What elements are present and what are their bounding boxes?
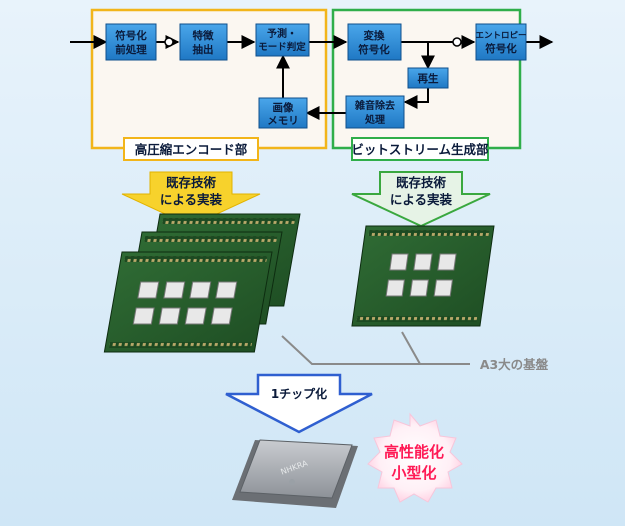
block-preprocess: 符号化 前処理	[105, 23, 157, 61]
svg-text:による実装: による実装	[160, 192, 223, 207]
arrow-reconstruct-denoise	[403, 88, 429, 109]
svg-text:高圧縮エンコード部: 高圧縮エンコード部	[135, 142, 248, 157]
block-denoise: 雑音除去 処理	[345, 95, 405, 129]
block-transform: 変換 符号化	[347, 23, 402, 61]
svg-text:抽出: 抽出	[193, 43, 214, 56]
svg-text:エントロピー: エントロピー	[475, 30, 526, 41]
benefit-burst: 高性能化 小型化	[367, 412, 463, 503]
block-reconstruct: 再生	[407, 67, 449, 89]
junction-right	[452, 37, 462, 47]
circuit-board-right	[351, 225, 495, 327]
encoder-section-label: 高圧縮エンコード部	[123, 137, 259, 161]
svg-text:予測・: 予測・	[267, 27, 297, 40]
svg-text:再生: 再生	[418, 72, 439, 85]
svg-text:符号化: 符号化	[358, 43, 390, 56]
board-size-label: A3大の基盤	[480, 357, 549, 372]
svg-text:モード判定: モード判定	[258, 41, 306, 53]
svg-text:雑音除去: 雑音除去	[354, 99, 395, 112]
svg-text:1チップ化: 1チップ化	[271, 386, 327, 401]
lsi-chip: NHKRA	[232, 439, 358, 508]
one-chip-arrow: 1チップ化	[225, 373, 373, 434]
junction-left	[164, 37, 174, 47]
block-entropy: エントロピー 符号化	[475, 23, 527, 61]
bitstream-section-label: ビットストリーム生成部	[351, 137, 489, 161]
block-feature: 特徴 抽出	[179, 23, 228, 61]
circuit-board-stack-left	[103, 213, 301, 353]
svg-text:符号化: 符号化	[115, 29, 147, 42]
svg-text:特徴: 特徴	[193, 29, 214, 42]
block-memory: 画像 メモリ	[258, 97, 308, 129]
svg-text:メモリ: メモリ	[267, 115, 299, 127]
board-size-callout	[281, 331, 470, 365]
svg-text:ビットストリーム生成部: ビットストリーム生成部	[351, 142, 489, 157]
svg-text:による実装: による実装	[390, 192, 453, 207]
svg-text:既存技術: 既存技術	[396, 175, 447, 190]
existing-tech-arrow-left: 既存技術 による実装	[121, 171, 261, 227]
block-predict: 予測・ モード判定	[255, 23, 310, 57]
existing-tech-arrow-right: 既存技術 による実装	[351, 171, 491, 228]
svg-text:処理: 処理	[364, 113, 385, 126]
svg-text:既存技術: 既存技術	[166, 175, 217, 190]
svg-text:画像: 画像	[273, 101, 294, 114]
svg-text:変換: 変換	[364, 29, 385, 42]
svg-text:小型化: 小型化	[391, 464, 436, 482]
svg-text:高性能化: 高性能化	[384, 443, 444, 461]
svg-text:符号化: 符号化	[485, 42, 517, 55]
svg-text:前処理: 前処理	[115, 43, 147, 56]
